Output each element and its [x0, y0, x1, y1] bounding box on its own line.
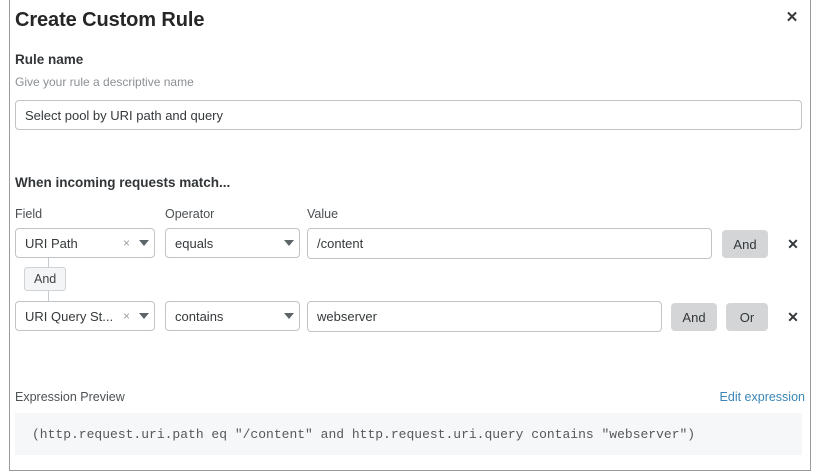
chevron-down-icon[interactable]	[134, 240, 154, 246]
column-header-value: Value	[307, 207, 339, 221]
chevron-down-icon[interactable]	[134, 313, 154, 319]
operator-select-row-1[interactable]: equals	[165, 228, 300, 258]
or-button-row-2[interactable]: Or	[726, 303, 768, 331]
delete-row-1-button[interactable]: ✕	[783, 234, 803, 254]
operator-select-row-1-label: equals	[175, 235, 214, 251]
field-select-row-2-label: URI Query St...	[25, 308, 114, 324]
and-button-row-1[interactable]: And	[722, 230, 768, 258]
clear-icon[interactable]: ×	[122, 235, 130, 250]
value-input-row-2[interactable]	[307, 301, 662, 332]
chevron-down-icon[interactable]	[279, 313, 299, 319]
rule-name-help-text: Give your rule a descriptive name	[15, 75, 194, 89]
close-icon[interactable]: ✕	[780, 5, 804, 29]
group-connector-line-bottom	[48, 291, 49, 302]
create-custom-rule-modal: Create Custom Rule ✕ Rule name Give your…	[9, 0, 811, 471]
expression-preview-box: (http.request.uri.path eq "/content" and…	[15, 413, 802, 455]
column-header-operator: Operator	[165, 207, 215, 221]
match-section-heading: When incoming requests match...	[15, 175, 231, 190]
group-and-connector-button[interactable]: And	[24, 267, 67, 291]
page-title: Create Custom Rule	[15, 9, 205, 31]
value-input-row-1[interactable]	[307, 228, 712, 259]
column-header-field: Field	[15, 207, 43, 221]
clear-icon[interactable]: ×	[122, 308, 130, 323]
field-select-row-1[interactable]: URI Path ×	[15, 228, 155, 258]
group-and-connector-label: And	[34, 272, 57, 286]
chevron-down-icon[interactable]	[279, 240, 299, 246]
operator-select-row-2-label: contains	[175, 308, 224, 324]
operator-select-row-2[interactable]: contains	[165, 301, 300, 331]
edit-expression-link[interactable]: Edit expression	[719, 390, 805, 404]
group-connector-line-top	[48, 258, 49, 268]
rule-name-label: Rule name	[15, 52, 84, 67]
and-button-row-2[interactable]: And	[671, 303, 717, 331]
rule-name-input[interactable]	[15, 100, 802, 130]
expression-preview-label: Expression Preview	[15, 390, 125, 404]
field-select-row-1-label: URI Path	[25, 235, 78, 251]
expression-preview-text: (http.request.uri.path eq "/content" and…	[32, 426, 696, 442]
field-select-row-2[interactable]: URI Query St... ×	[15, 301, 155, 331]
delete-row-2-button[interactable]: ✕	[783, 307, 803, 327]
